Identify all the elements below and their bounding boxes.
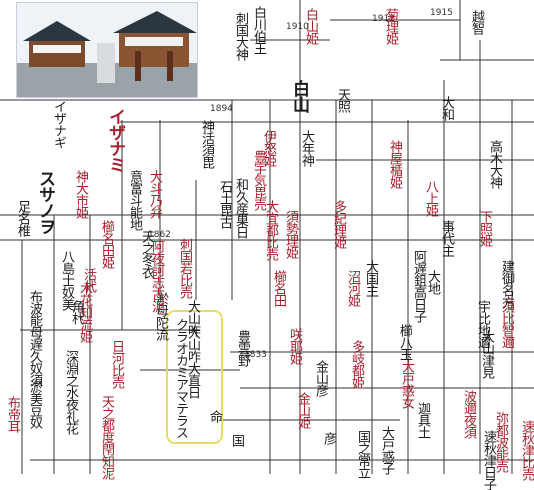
name-ajisuki: 阿遅鉏高日子 bbox=[411, 250, 426, 322]
name-kanayamahime: 金山姫 bbox=[295, 392, 310, 428]
name-oyamakui: 大山咋大直日 bbox=[185, 326, 200, 398]
year-label: 1894 bbox=[210, 104, 233, 114]
name-oyamatsumi: 大山津見 bbox=[479, 330, 494, 378]
name-hiko: 彦 bbox=[321, 432, 336, 444]
name-hirakawa: 白川伯王 bbox=[251, 6, 266, 54]
name-daichi: 大地 bbox=[425, 270, 440, 294]
name-taki: 多紀理姫 bbox=[331, 200, 346, 248]
name-kuramitsuha: クラオカミアマテラス bbox=[173, 318, 188, 438]
name-konohana: 木花知流姫 bbox=[77, 282, 92, 342]
name-ijiki: 伊怒姫 bbox=[261, 130, 276, 166]
name-haniyasu: 波邇夜須 bbox=[461, 390, 476, 438]
name-suhiji: 須比智邇 bbox=[499, 300, 514, 348]
name-shirayama-hime: 白山姫 bbox=[303, 8, 318, 44]
name-amaterasu: 天照 bbox=[335, 88, 350, 112]
name-amenofuyukinu: 天之冬衣 bbox=[139, 230, 154, 278]
name-otonobe: 大斗乃弁 bbox=[147, 170, 162, 218]
year-label: 1910 bbox=[286, 22, 309, 32]
name-takeminakata: 建御名方 bbox=[499, 260, 514, 308]
shrine-icon bbox=[17, 3, 197, 97]
name-yamato: 大和 bbox=[439, 96, 454, 120]
name-kagutsuchi: 迦具土 bbox=[415, 402, 430, 438]
name-kushinada2: 櫛名田 bbox=[271, 270, 286, 306]
name-ashinazuchi: 足名椎 bbox=[15, 200, 30, 236]
name-kikurihime: 菊理姫 bbox=[383, 8, 398, 44]
name-shitateru: 下照姫 bbox=[477, 210, 492, 246]
name-okuninushi: 大国主 bbox=[363, 260, 378, 296]
name-izanagi: イザナギ bbox=[51, 100, 66, 148]
name-ayakashiko: 阿夜訶志古泥 bbox=[149, 240, 164, 312]
name-kamuoichi: 神大市姫 bbox=[73, 170, 88, 218]
year-label: 1833 bbox=[244, 350, 267, 360]
name-yamatohime: 大戸惑女 bbox=[399, 360, 414, 408]
name-tsunoguhi: 角杙 bbox=[69, 300, 84, 324]
name-ameno: 天之都度閇知泥 bbox=[99, 395, 114, 479]
name-takami: 高木大神 bbox=[487, 140, 502, 188]
name-sashikuniwaka: 刺国若比売 bbox=[177, 238, 192, 298]
name-nunakawa: 沼河姫 bbox=[345, 270, 360, 306]
name-kamuikuhi: 神活須毘 bbox=[199, 120, 214, 168]
name-kamoh: 神屋楯姫 bbox=[387, 140, 402, 188]
name-otonoji: 意富斗能地 bbox=[127, 170, 142, 230]
name-kuni: 国 bbox=[229, 434, 244, 446]
name-toyokumo: 豊雲野 bbox=[235, 330, 250, 366]
name-izanami: イザナミ bbox=[105, 108, 125, 172]
name-tagiri: 多岐都姫 bbox=[349, 340, 364, 388]
name-hakusan: 白山 bbox=[289, 80, 309, 112]
name-oyagetsu: 大宜都比売 bbox=[263, 200, 278, 260]
name-hikawahime: 日河比売 bbox=[109, 340, 124, 388]
name-sakuya: 咲耶姫 bbox=[287, 328, 302, 364]
name-yashimashinumi: 八島士奴美 bbox=[59, 250, 74, 310]
name-kotoshiro: 事代主 bbox=[439, 220, 454, 256]
name-ochi: 越智 bbox=[469, 10, 484, 34]
name-ukehi: 宇比地邇 bbox=[475, 300, 490, 348]
name-fukabuchi: 深淵之水夜礼花 bbox=[63, 350, 78, 434]
year-label: 1862 bbox=[148, 230, 171, 240]
name-kushinada: 櫛名田姫 bbox=[99, 220, 114, 268]
name-sashikuni: 刺国大神 bbox=[233, 12, 248, 60]
name-toyouke: 豊宇気毘売 bbox=[251, 150, 266, 210]
name-omizunu: 淤美豆奴 bbox=[27, 380, 42, 428]
name-kunitoko: 国之常立 bbox=[355, 430, 370, 478]
name-yamatoto: 大戸惑子 bbox=[379, 426, 394, 474]
name-omodaru: 淤母陀流 bbox=[153, 292, 168, 340]
genealogy-chart bbox=[0, 0, 534, 474]
highlight-box bbox=[166, 310, 223, 444]
name-suseri: 須勢理姫 bbox=[283, 210, 298, 258]
name-hayaakitsu: 速秋津日子 bbox=[481, 430, 496, 490]
year-label: 1915 bbox=[430, 8, 453, 18]
name-kushiyatama: 櫛八玉 bbox=[397, 324, 412, 360]
name-futemimi: 布帝耳 bbox=[5, 396, 20, 432]
name-susanoo: スサノヲ bbox=[35, 170, 55, 234]
name-kamitsuhi: 大年神 bbox=[299, 130, 314, 166]
shrine-photo bbox=[16, 2, 198, 98]
name-ishi: 石土毘古 bbox=[217, 180, 232, 228]
name-mizuha: 弥都波能売 bbox=[493, 412, 508, 472]
name-kanayama: 金山彦 bbox=[313, 360, 328, 396]
name-fuwanomojikunusu: 布波能母遅久奴須 bbox=[27, 290, 42, 386]
name-ikuguhi: 活杙 bbox=[81, 268, 96, 292]
name-yagami: 八上姫 bbox=[423, 180, 438, 216]
name-mikoto: 命 bbox=[207, 410, 222, 422]
name-hayaakitsuhime: 速秋津比売 bbox=[519, 420, 534, 480]
name-wakumusubi: 和久産巣日 bbox=[233, 178, 248, 238]
year-label: 1912 bbox=[372, 14, 395, 24]
name-kukuri: 大山咋 bbox=[185, 300, 200, 336]
